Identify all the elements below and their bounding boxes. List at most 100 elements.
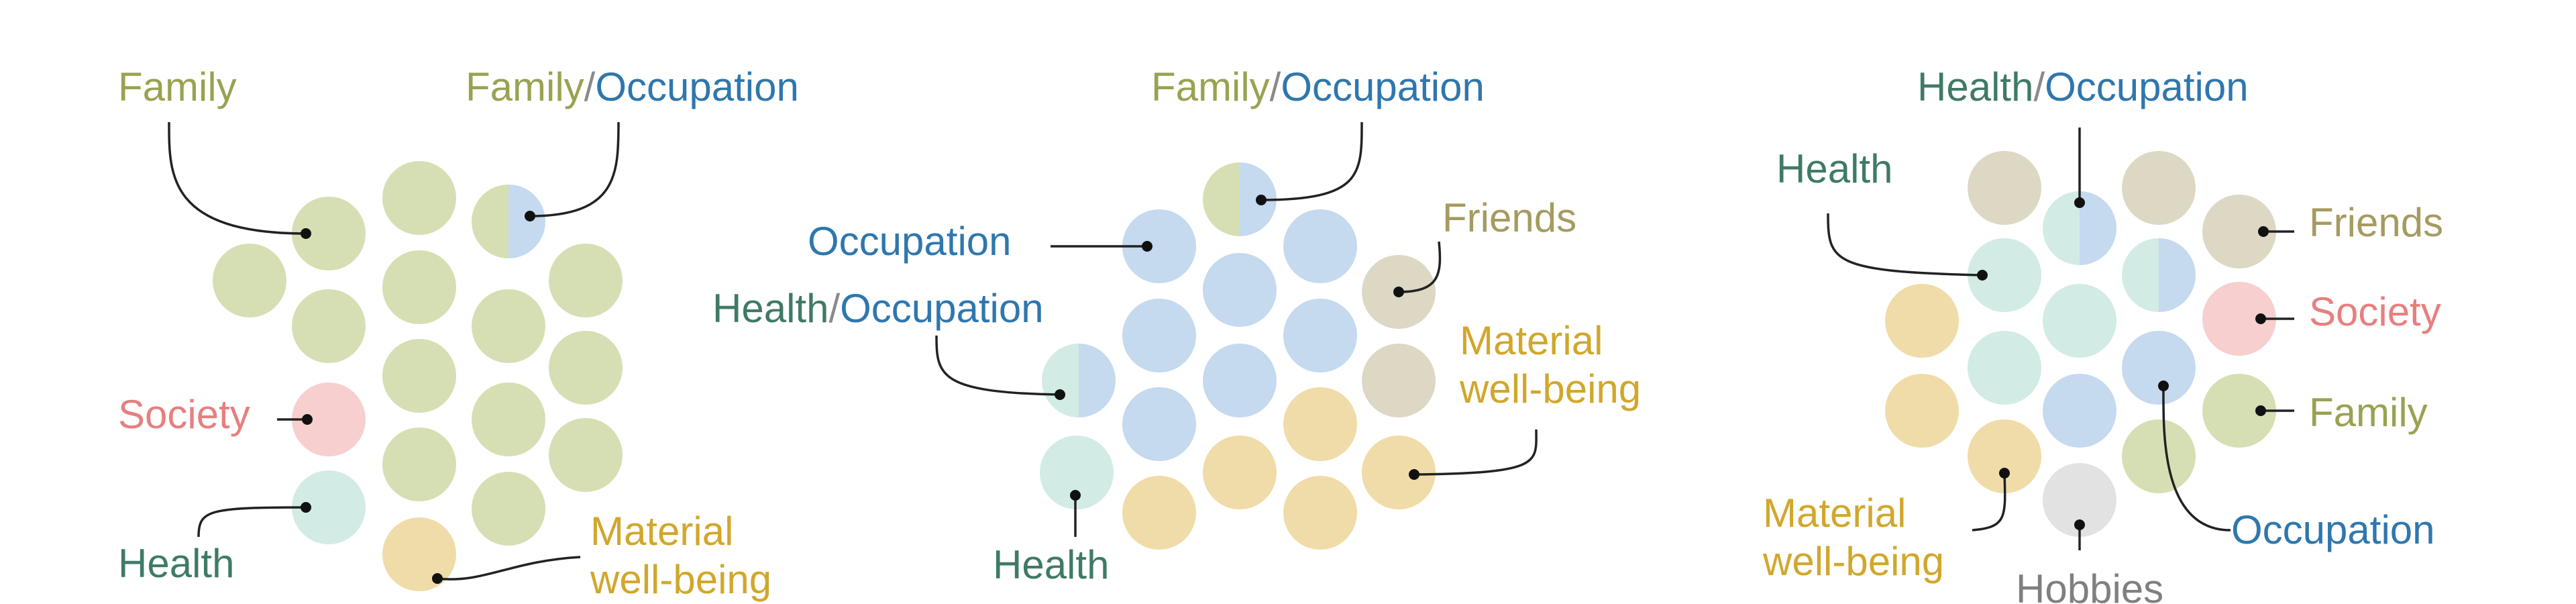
- bubble-family: [382, 427, 456, 501]
- bubble-material: [1885, 374, 1959, 448]
- bubble-material: [1203, 436, 1277, 509]
- bubble-family: [382, 339, 456, 413]
- bubble-health: [2043, 284, 2116, 358]
- pin: [302, 414, 313, 425]
- bubble-occupation: [1122, 299, 1196, 372]
- bubble-material: [1283, 387, 1357, 461]
- bubble-family: [472, 472, 545, 546]
- bubble-friends: [2202, 195, 2276, 268]
- pin: [525, 211, 535, 221]
- pin: [1409, 469, 1419, 480]
- bubble-family: [382, 161, 456, 235]
- pin: [1142, 241, 1152, 252]
- bubble-occupation: [1122, 209, 1196, 283]
- pin: [301, 502, 311, 513]
- bubble-family: [472, 289, 545, 363]
- leader-family-occupation: [529, 121, 620, 217]
- bubble-material: [1968, 419, 2041, 493]
- label-family: Family: [2309, 390, 2428, 435]
- bubble-occupation: [2122, 331, 2196, 405]
- bubble-occupation: [1203, 253, 1277, 327]
- bubble-health-occupation: [1042, 344, 1116, 417]
- bubble-society: [292, 383, 366, 456]
- label-material: Material well-being: [1459, 318, 1641, 411]
- pin: [2255, 405, 2266, 416]
- leader-family: [168, 121, 307, 235]
- bubble-family: [549, 331, 623, 405]
- label-occupation: Occupation: [808, 219, 1012, 264]
- pin: [432, 573, 443, 584]
- bubble-friends: [2122, 151, 2196, 225]
- leader-material: [437, 556, 581, 581]
- label-health: Health: [118, 541, 234, 586]
- bubble-material: [1362, 436, 1436, 509]
- bubble-family: [292, 289, 366, 363]
- pin: [1977, 270, 1988, 281]
- bubble-family: [549, 244, 623, 317]
- label-friends: Friends: [2309, 200, 2443, 245]
- leader-family-occupation: [1260, 121, 1363, 201]
- label-society: Society: [118, 392, 250, 437]
- bubble-society: [2202, 282, 2276, 356]
- bubble-friends: [1362, 344, 1436, 417]
- bubble-family: [2202, 374, 2276, 448]
- label-material: Material well-being: [590, 509, 771, 602]
- bubble-family: [549, 418, 623, 492]
- bubble-material: [1283, 476, 1357, 550]
- pin: [2258, 226, 2269, 237]
- bubble-material: [1885, 284, 1959, 358]
- label-health: Health: [1776, 146, 1892, 191]
- pin: [2074, 519, 2085, 530]
- bubble-friends: [1968, 151, 2041, 225]
- bubble-occupation: [1283, 299, 1357, 372]
- bubble-health: [1040, 436, 1114, 509]
- label-friends: Friends: [1442, 195, 1576, 240]
- leader-health: [197, 506, 307, 538]
- bubble-health: [1968, 238, 2041, 312]
- label-hobbies: Hobbies: [2016, 566, 2163, 604]
- cluster-middle: Family/Occupation Occupation Friends Hea…: [712, 64, 1641, 587]
- pin: [1999, 468, 2010, 479]
- leader-health: [1827, 213, 1983, 276]
- label-health: Health: [993, 542, 1109, 587]
- pin: [1070, 490, 1081, 501]
- cluster-right: Health/Occupation Health Friends Society…: [1762, 64, 2443, 604]
- bubble-occupation: [1203, 344, 1277, 417]
- bubble-hobbies: [2043, 463, 2116, 537]
- bubble-health: [292, 470, 366, 544]
- bubble-family: [213, 244, 286, 317]
- leader-material: [1972, 472, 2006, 532]
- bubble-occupation: [2043, 374, 2116, 448]
- leader-occupation: [2162, 385, 2231, 532]
- label-family-occupation: Family/Occupation: [1151, 64, 1485, 109]
- pin: [1055, 389, 1065, 400]
- bubble-health-occupation: [2043, 191, 2116, 265]
- leader-material: [1413, 429, 1538, 476]
- label-family: Family: [118, 64, 237, 109]
- label-society: Society: [2309, 289, 2441, 334]
- leader-friends: [1398, 241, 1442, 293]
- bubble-health: [1968, 331, 2041, 405]
- cluster-left: Family Family/Occupation Society Health …: [118, 64, 799, 602]
- pin: [1393, 287, 1404, 297]
- bubble-family: [382, 250, 456, 324]
- pin: [301, 228, 311, 239]
- bubble-health-occupation: [2122, 238, 2196, 312]
- bubble-family: [472, 383, 545, 456]
- bubble-occupation: [1283, 209, 1357, 283]
- pin: [1256, 195, 1267, 205]
- label-material: Material well-being: [1762, 491, 1944, 584]
- pin: [2158, 381, 2169, 391]
- bubble-family: [292, 197, 366, 270]
- bubble-material: [1122, 476, 1196, 550]
- label-occupation: Occupation: [2231, 507, 2435, 552]
- pin: [2074, 197, 2085, 208]
- bubble-family: [2122, 419, 2196, 493]
- pin: [2255, 313, 2266, 324]
- label-family-occupation: Family/Occupation: [466, 64, 799, 109]
- label-health-occupation: Health/Occupation: [712, 286, 1044, 331]
- leader-health-occupation: [935, 335, 1061, 396]
- label-health-occupation: Health/Occupation: [1917, 64, 2249, 109]
- bubble-family-occupation: [472, 185, 545, 258]
